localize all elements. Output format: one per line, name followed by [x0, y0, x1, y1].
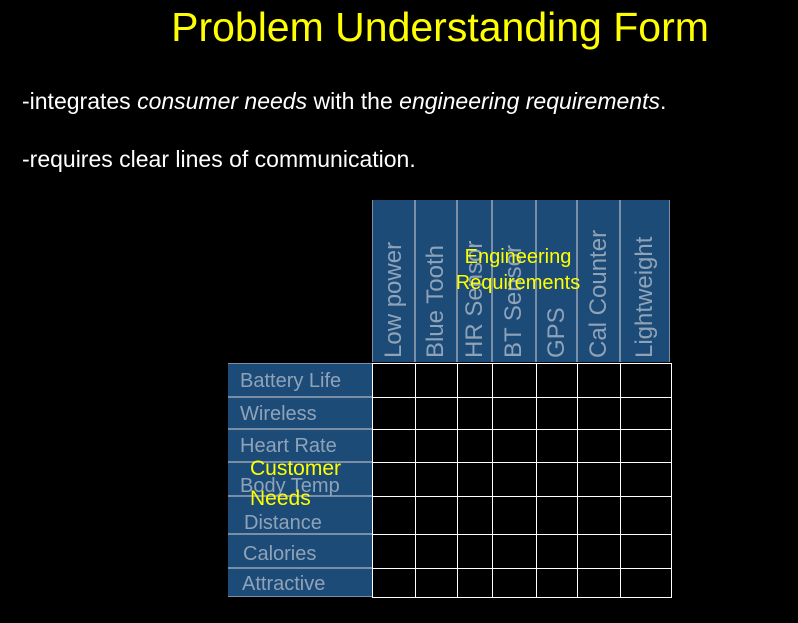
- matrix-cell: [415, 462, 458, 497]
- matrix-cell: [457, 429, 493, 463]
- customer-row-attractive: Attractive: [228, 568, 372, 597]
- eng-column-lightweight: Lightweight: [620, 200, 670, 362]
- matrix-cell: [620, 429, 672, 463]
- matrix-cell: [620, 568, 672, 598]
- matrix-cell: [372, 496, 416, 535]
- customer-label-line-1: Customer: [250, 457, 342, 480]
- matrix-cell: [620, 363, 672, 398]
- eng-column-label: GPS: [542, 307, 570, 358]
- matrix-cell: [536, 462, 578, 497]
- matrix-cell: [536, 397, 578, 430]
- eng-column-gps: GPS: [536, 200, 577, 362]
- matrix-cell: [457, 534, 493, 569]
- matrix-cell: [457, 462, 493, 497]
- matrix-cell: [457, 568, 493, 598]
- bullet-integrates: -integrates consumer needs with the engi…: [22, 87, 666, 115]
- matrix-cell: [536, 496, 578, 535]
- matrix-cell: [457, 363, 493, 398]
- customer-row-calories: Calories: [228, 534, 372, 568]
- matrix-cell: [372, 397, 416, 430]
- matrix-cell: [372, 568, 416, 598]
- matrix-cell: [620, 462, 672, 497]
- eng-column-label: Lightweight: [631, 236, 658, 358]
- matrix-cell: [492, 429, 537, 463]
- matrix-cell: [577, 429, 621, 463]
- customer-needs-label: Customer Needs: [250, 454, 341, 514]
- matrix-cell: [372, 429, 416, 463]
- customer-label-line-2: Needs: [250, 487, 311, 510]
- matrix-cell: [372, 534, 416, 569]
- eng-column-label: Low power: [379, 241, 407, 358]
- matrix-cell: [492, 534, 537, 569]
- matrix-cell: [577, 363, 621, 398]
- bullet-1-emphasis-consumer: consumer needs: [137, 88, 308, 114]
- matrix-cell: [577, 496, 621, 535]
- matrix-cell: [492, 462, 537, 497]
- matrix-cell: [415, 397, 458, 430]
- customer-row-distance: Distance: [228, 496, 372, 534]
- matrix-cell: [492, 363, 537, 398]
- bullet-communication: -requires clear lines of communication.: [22, 146, 416, 172]
- eng-column-hr-sensor: HR Sensor: [457, 200, 492, 362]
- bullet-1-text-b: with the: [307, 88, 400, 114]
- engineering-label-line-1: Engineering: [464, 246, 572, 268]
- eng-column-bt-sensor: BT Sensor: [492, 200, 536, 362]
- matrix-cell: [536, 534, 578, 569]
- customer-row-battery-life: Battery Life: [228, 363, 372, 397]
- matrix-cell: [415, 534, 458, 569]
- engineering-label-line-2: Requirements: [455, 272, 581, 294]
- slide-title: Problem Understanding Form: [171, 4, 709, 50]
- matrix-cell: [536, 363, 578, 398]
- customer-row-heart-rate: Heart Rate: [228, 429, 372, 462]
- engineering-requirements-label: Engineering Requirements: [438, 244, 598, 296]
- eng-column-blue-tooth: Blue Tooth: [415, 200, 457, 362]
- matrix-cell: [577, 568, 621, 598]
- bullet-1-text-c: .: [659, 88, 667, 114]
- matrix-cell: [372, 363, 416, 398]
- matrix-cell: [536, 429, 578, 463]
- matrix-cell: [492, 397, 537, 430]
- eng-column-cal-counter: Cal Counter: [577, 200, 620, 362]
- matrix-cell: [415, 363, 458, 398]
- matrix-cell: [492, 496, 537, 535]
- matrix-cell: [620, 397, 672, 430]
- customer-row-wireless: Wireless: [228, 397, 372, 429]
- matrix-cell: [577, 397, 621, 430]
- matrix-cell: [536, 568, 578, 598]
- matrix-cell: [577, 462, 621, 497]
- matrix-cell: [415, 429, 458, 463]
- matrix-cell: [415, 496, 458, 535]
- matrix-cell: [457, 397, 493, 430]
- matrix-cell: [372, 462, 416, 497]
- eng-column-low-power: Low power: [372, 200, 415, 362]
- bullet-1-text-a: -integrates: [22, 88, 138, 114]
- matrix-cell: [492, 568, 537, 598]
- matrix-cell: [620, 496, 672, 535]
- matrix-cell: [620, 534, 672, 569]
- matrix-cell: [415, 568, 458, 598]
- customer-row-body-temp: Body Temp: [228, 462, 372, 497]
- matrix-cell: [457, 496, 493, 535]
- matrix-cell: [577, 534, 621, 569]
- bullet-1-emphasis-engineering: engineering requirements: [399, 88, 660, 114]
